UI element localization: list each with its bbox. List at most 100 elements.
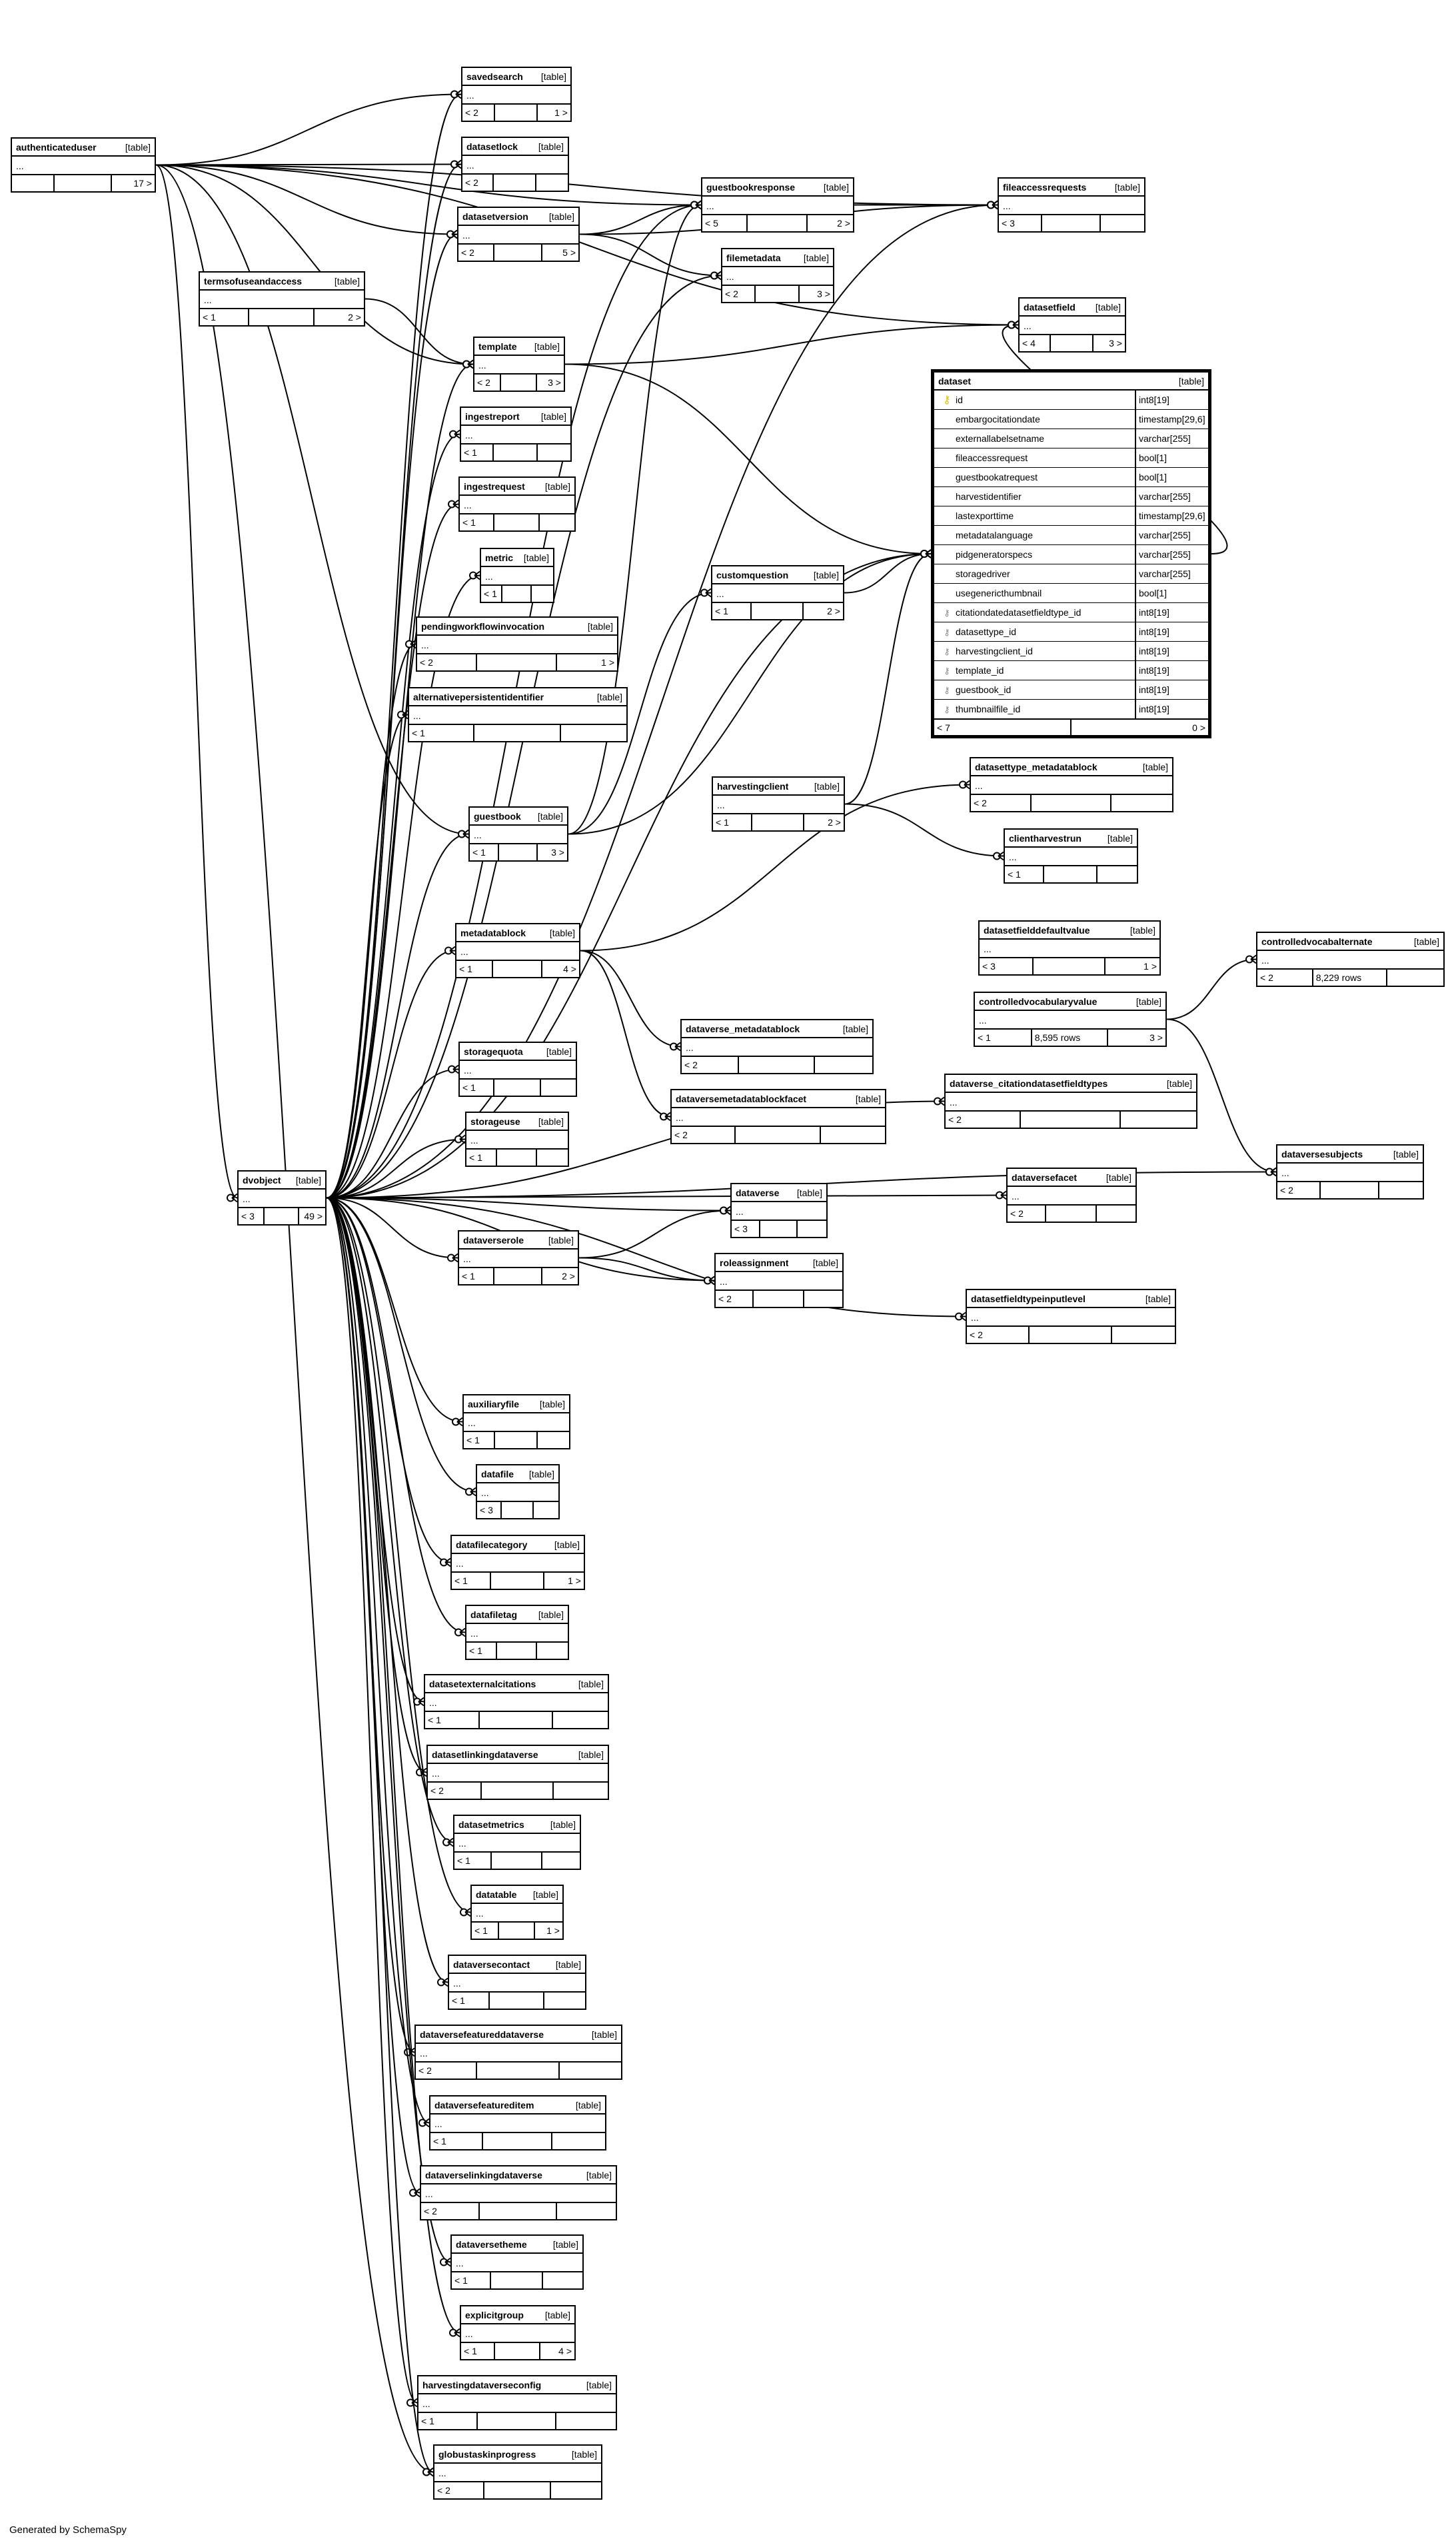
footer-children[interactable] (542, 1853, 580, 1869)
storageuse-table[interactable]: storageuse[table]...< 1 (465, 1112, 569, 1167)
footer-children[interactable] (538, 1432, 569, 1448)
harvestingdataverseconfig-table[interactable]: harvestingdataverseconfig[table]...< 1 (417, 2375, 617, 2430)
dataverse-table[interactable]: dataverse[table]...< 3 (730, 1183, 828, 1238)
footer-children[interactable] (1101, 215, 1144, 231)
footer-parents[interactable]: < 2 (672, 1127, 736, 1143)
footer-parents[interactable]: < 1 (466, 1643, 497, 1659)
footer-parents[interactable]: < 2 (474, 375, 502, 391)
footer-parents[interactable]: < 1 (452, 2272, 491, 2288)
footer-children[interactable] (560, 2063, 621, 2079)
footer-parents[interactable]: < 1 (461, 2343, 495, 2359)
footer-children[interactable]: 1 > (601, 657, 614, 668)
footer-parents[interactable]: < 1 (975, 1030, 1032, 1046)
footer-parents[interactable]: < 1 (200, 309, 249, 325)
dataversefacet-table[interactable]: dataversefacet[table]...< 2 (1006, 1168, 1137, 1223)
footer-children[interactable] (551, 2482, 601, 2498)
footer-children[interactable] (1121, 1112, 1196, 1128)
datasetlock-table[interactable]: datasetlock[table]...< 2 (461, 137, 569, 192)
footer-children[interactable] (537, 1643, 568, 1659)
clientharvestrun-table[interactable]: clientharvestrun[table]...< 1 (1004, 828, 1138, 884)
footer-parents[interactable]: < 1 (481, 586, 503, 602)
footer-parents[interactable]: < 1 (409, 725, 474, 741)
footer-children[interactable]: 1 > (546, 1925, 560, 1936)
footer-parents[interactable]: < 1 (454, 1853, 492, 1869)
roleassignment-table[interactable]: roleassignment[table]...< 2 (714, 1253, 844, 1308)
dataversetheme-table[interactable]: dataversetheme[table]...< 1 (450, 2234, 584, 2290)
footer-children[interactable]: 0 > (1192, 722, 1205, 733)
storagequota-table[interactable]: storagequota[table]...< 1 (458, 1042, 577, 1097)
footer-children[interactable]: 1 > (554, 107, 568, 118)
auxiliaryfile-table[interactable]: auxiliaryfile[table]...< 1 (462, 1394, 570, 1449)
footer-parents[interactable]: < 1 (460, 1080, 495, 1096)
footer-children[interactable] (532, 586, 553, 602)
footer-parents[interactable]: < 1 (430, 2133, 483, 2149)
footer-children[interactable] (1097, 866, 1137, 882)
footer-parents[interactable] (12, 175, 55, 191)
footer-children[interactable]: 1 > (568, 1575, 581, 1586)
footer-parents[interactable]: < 3 (999, 215, 1043, 231)
footer-parents[interactable]: < 2 (462, 105, 495, 121)
footer-children[interactable] (1112, 1327, 1175, 1343)
footer-parents[interactable]: < 2 (417, 654, 477, 670)
footer-children[interactable]: 3 > (817, 289, 830, 299)
footer-children[interactable] (541, 1080, 576, 1096)
footer-parents[interactable]: < 1 (470, 844, 499, 860)
footer-parents[interactable]: < 3 (477, 1502, 502, 1518)
footer-children[interactable] (1387, 970, 1443, 986)
footer-children[interactable]: 2 > (562, 1271, 575, 1281)
footer-parents[interactable]: < 2 (1277, 1182, 1321, 1198)
footer-children[interactable]: 3 > (548, 377, 561, 388)
footer-parents[interactable]: < 1 (449, 1993, 490, 2009)
footer-children[interactable] (821, 1127, 885, 1143)
footer-children[interactable] (553, 1712, 608, 1728)
dataversefeatureddataverse-table[interactable]: dataversefeatureddataverse[table]...< 2 (414, 2025, 622, 2080)
footer-children[interactable] (544, 1993, 585, 2009)
footer-parents[interactable]: < 1 (425, 1712, 480, 1728)
footer-children[interactable] (804, 1291, 842, 1307)
footer-parents[interactable]: < 2 (722, 286, 756, 302)
footer-children[interactable] (538, 444, 570, 460)
datasetfieldtypeinputlevel-table[interactable]: datasetfieldtypeinputlevel[table]...< 2 (966, 1289, 1176, 1344)
footer-children[interactable] (536, 175, 568, 191)
footer-children[interactable] (540, 514, 574, 530)
footer-children[interactable] (561, 725, 626, 741)
datasetmetrics-table[interactable]: datasetmetrics[table]...< 1 (453, 1815, 581, 1870)
dataverse-metadatablock-table[interactable]: dataverse_metadatablock[table]...< 2 (680, 1019, 874, 1074)
footer-parents[interactable]: < 1 (461, 444, 494, 460)
authenticateduser-table[interactable]: authenticateduser[table]...17 > (11, 137, 156, 193)
dataverselinkingdataverse-table[interactable]: dataverselinkingdataverse[table]...< 2 (420, 2165, 617, 2220)
footer-parents[interactable]: < 1 (460, 514, 494, 530)
footer-parents[interactable]: < 2 (682, 1057, 739, 1073)
footer-children[interactable] (815, 1057, 872, 1073)
footer-parents[interactable]: < 3 (732, 1221, 760, 1237)
footer-children[interactable] (557, 2203, 616, 2219)
dataverse-citationdatasetfieldtypes-table[interactable]: dataverse_citationdatasetfieldtypes[tabl… (944, 1074, 1197, 1129)
footer-parents[interactable]: < 2 (434, 2482, 484, 2498)
footer-children[interactable]: 49 > (304, 1211, 323, 1222)
footer-parents[interactable]: < 1 (456, 961, 494, 977)
footer-children[interactable]: 5 > (562, 247, 576, 258)
dataversefeatureditem-table[interactable]: dataversefeatureditem[table]...< 1 (429, 2095, 606, 2150)
ingestreport-table[interactable]: ingestreport[table]...< 1 (460, 407, 572, 462)
footer-children[interactable] (554, 1783, 608, 1799)
footer-parents[interactable]: < 7 (934, 720, 1072, 735)
footer-parents[interactable]: < 1 (464, 1432, 496, 1448)
ingestrequest-table[interactable]: ingestrequest[table]...< 1 (458, 476, 576, 532)
footer-parents[interactable]: < 3 (239, 1208, 265, 1224)
metric-table[interactable]: metric[table]...< 1 (480, 548, 554, 603)
footer-children[interactable] (798, 1221, 826, 1237)
